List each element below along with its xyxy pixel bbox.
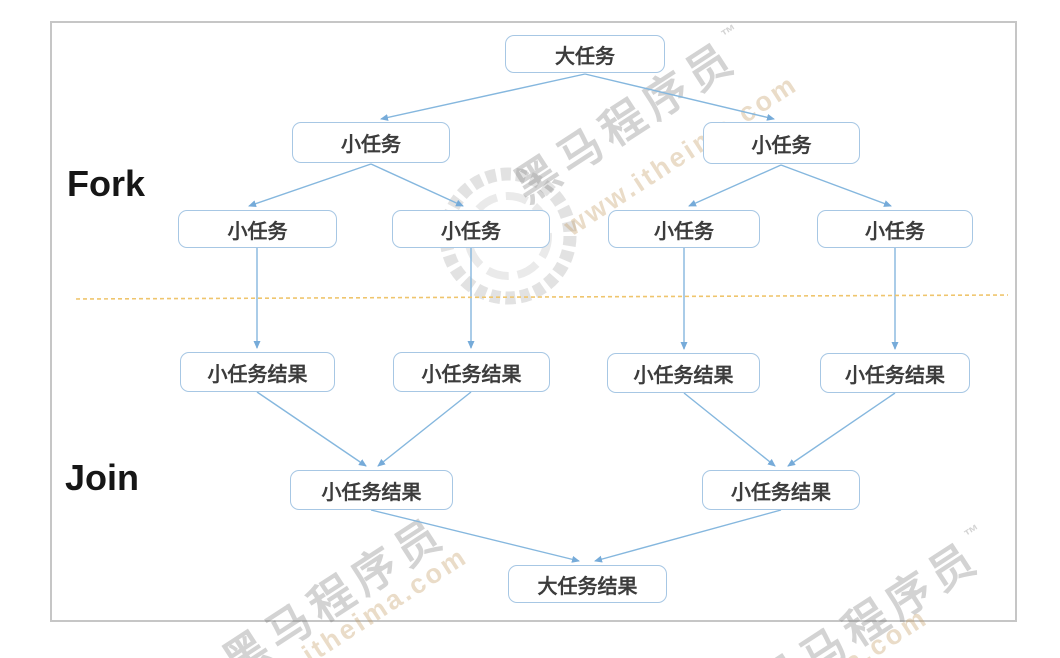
node-merged-result-left: 小任务结果 (290, 470, 453, 510)
node-small-result-3: 小任务结果 (607, 353, 760, 393)
node-small-result-4: 小任务结果 (820, 353, 970, 393)
node-small-task-l2-4: 小任务 (817, 210, 973, 248)
node-small-result-1: 小任务结果 (180, 352, 335, 392)
node-small-task-l2-3: 小任务 (608, 210, 760, 248)
node-small-task-l1-right: 小任务 (703, 122, 860, 164)
diagram-frame (50, 21, 1017, 622)
fork-section-label: Fork (67, 163, 146, 204)
join-section-label: Join (65, 457, 140, 498)
node-small-result-2: 小任务结果 (393, 352, 550, 392)
fork-arrows (248, 73, 899, 350)
join-arrows (256, 391, 896, 563)
node-big-result: 大任务结果 (508, 565, 667, 603)
node-small-task-l1-left: 小任务 (292, 122, 450, 163)
node-small-task-l2-1: 小任务 (178, 210, 337, 248)
node-merged-result-right: 小任务结果 (702, 470, 860, 510)
node-small-task-l2-2: 小任务 (392, 210, 550, 248)
fork-join-divider-line (75, 294, 1009, 300)
node-big-task: 大任务 (505, 35, 665, 73)
